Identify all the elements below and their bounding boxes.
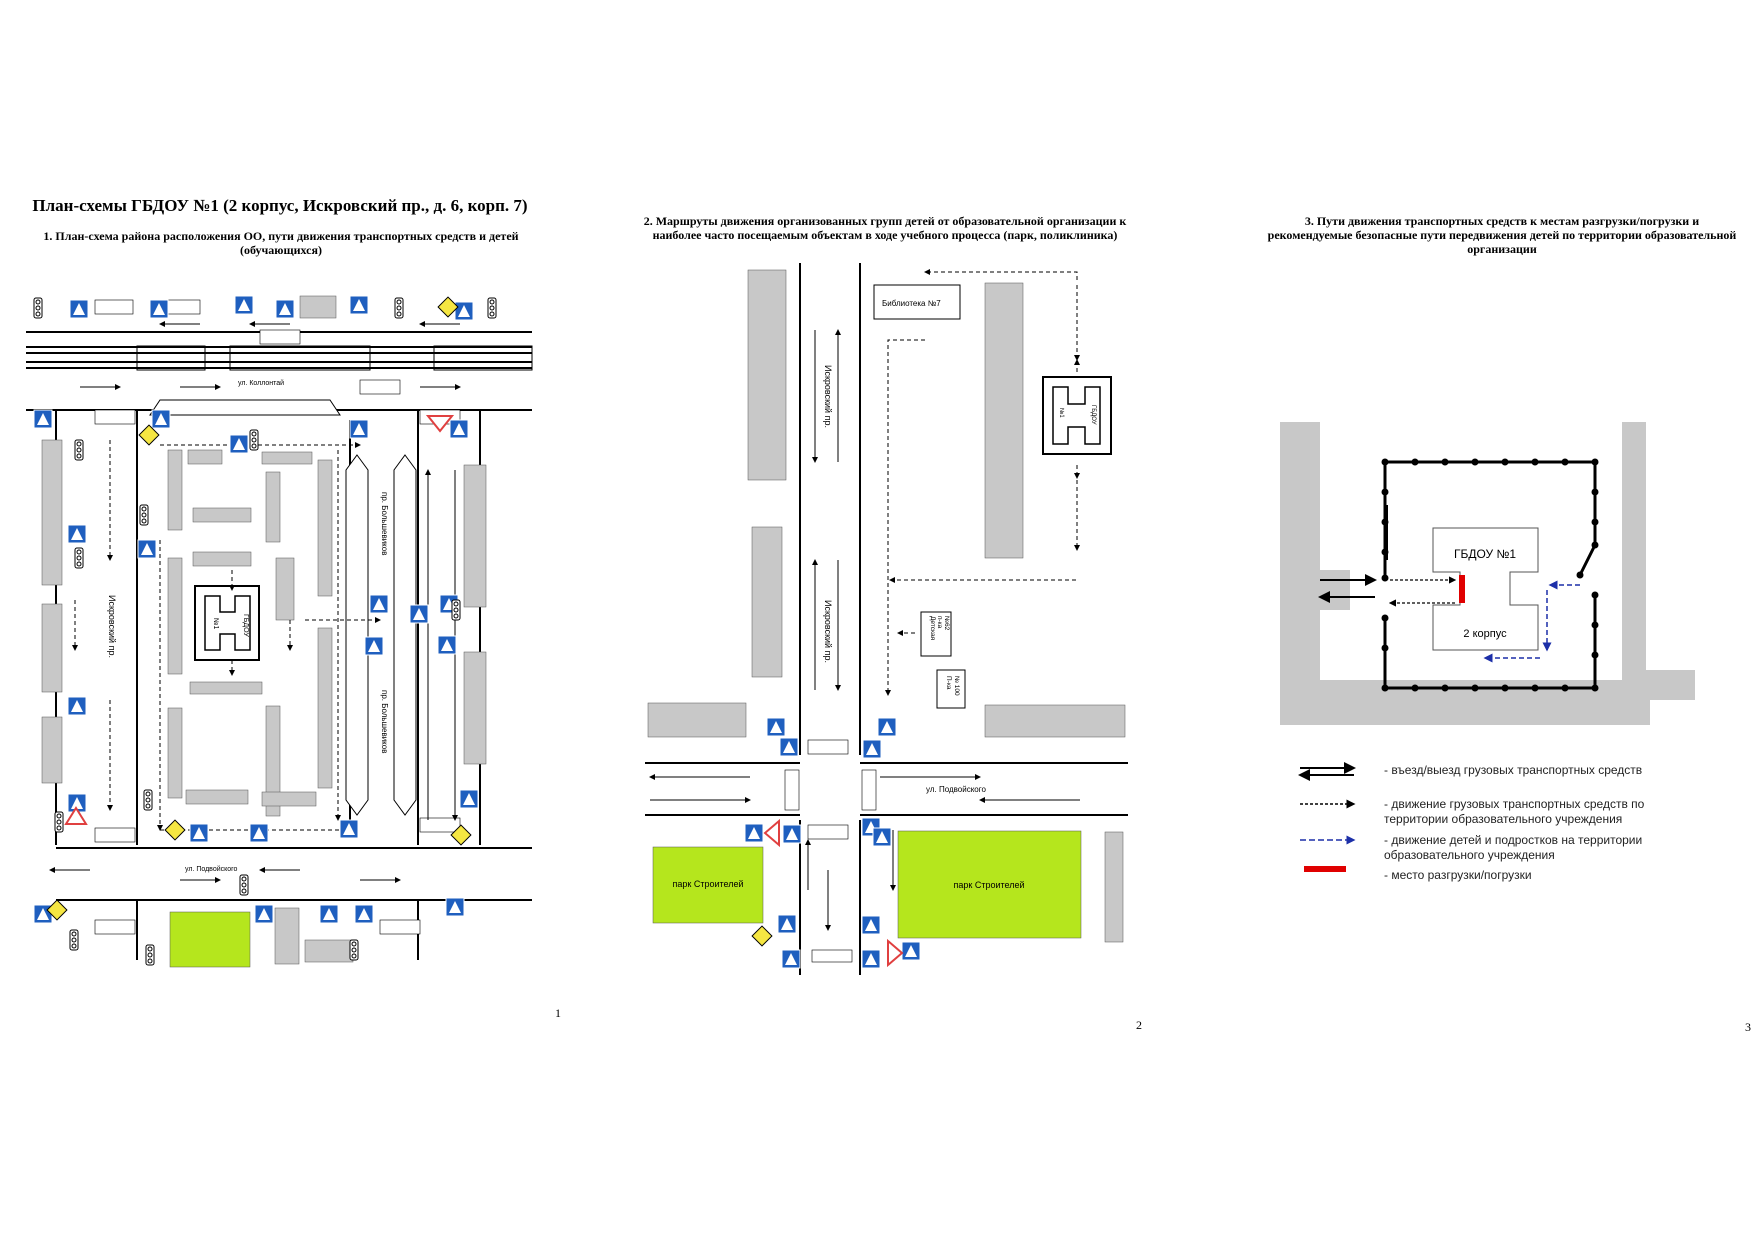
svg-text:ул. Подвойского: ул. Подвойского bbox=[185, 865, 238, 873]
svg-text:пр. Большевиков: пр. Большевиков bbox=[380, 690, 389, 753]
svg-text:П-ка: П-ка bbox=[945, 676, 952, 690]
svg-text:парк Строителей: парк Строителей bbox=[673, 879, 744, 889]
svg-text:ГБДОУ: ГБДОУ bbox=[1090, 405, 1096, 425]
svg-text:№ 100: № 100 bbox=[953, 676, 960, 696]
svg-text:Детская: Детская bbox=[929, 616, 936, 641]
legend-item: - движение детей и подростков на террито… bbox=[1384, 833, 1643, 862]
svg-text:№62: №62 bbox=[943, 616, 950, 631]
svg-text:Искровский пр.: Искровский пр. bbox=[823, 365, 833, 428]
section-2-title: 2. Маршруты движения организованных груп… bbox=[643, 214, 1127, 242]
svg-text:№1: №1 bbox=[1058, 408, 1065, 418]
red-bar-icon bbox=[1304, 866, 1346, 872]
page-number-1: 1 bbox=[555, 1006, 561, 1020]
district-map: №1 ГБДОУ ул. Коллонтай Искровский пр. пр… bbox=[26, 295, 533, 968]
school-building bbox=[194, 585, 260, 661]
svg-text:парк Строителей: парк Строителей bbox=[954, 880, 1025, 890]
page-number-2: 2 bbox=[1136, 1018, 1142, 1032]
school-building-2 bbox=[1042, 376, 1112, 455]
svg-text:№1: №1 bbox=[212, 618, 219, 630]
unloading-place bbox=[1459, 575, 1465, 603]
legend-item: - движение грузовых транспортных средств… bbox=[1384, 797, 1645, 826]
section-3-title: 3. Пути движения транспортных средств к … bbox=[1267, 214, 1737, 256]
svg-text:ГБДОУ №1: ГБДОУ №1 bbox=[1454, 547, 1516, 561]
legend-item: - въезд/выезд грузовых транспортных сред… bbox=[1384, 763, 1643, 777]
svg-text:Искровский пр.: Искровский пр. bbox=[823, 600, 833, 663]
svg-text:Библиотека №7: Библиотека №7 bbox=[882, 299, 941, 308]
school-building-3 bbox=[1432, 527, 1539, 651]
legend-item: - место разгрузки/погрузки bbox=[1384, 868, 1532, 882]
section-1-title: 1. План-схема района расположения ОО, пу… bbox=[43, 229, 519, 257]
svg-text:Искровский пр.: Искровский пр. bbox=[107, 595, 117, 658]
page-number-3: 3 bbox=[1745, 1020, 1751, 1034]
park-square bbox=[169, 911, 251, 968]
svg-text:ГБДОУ: ГБДОУ bbox=[242, 614, 249, 637]
svg-text:2 корпус: 2 корпус bbox=[1463, 628, 1507, 640]
svg-text:п-ка: п-ка bbox=[936, 616, 943, 629]
svg-text:ул. Подвойского: ул. Подвойского bbox=[926, 785, 986, 794]
page-title: План-схемы ГБДОУ №1 (2 корпус, Искровски… bbox=[32, 196, 528, 215]
legend-icons bbox=[1298, 762, 1356, 872]
territory-map: ГБДОУ №1 2 корпус bbox=[1280, 422, 1695, 725]
routes-map: парк Строителей парк Строителей Библиоте… bbox=[645, 263, 1128, 975]
svg-text:пр. Большевиков: пр. Большевиков bbox=[380, 492, 389, 555]
svg-text:ул. Коллонтай: ул. Коллонтай bbox=[238, 379, 284, 387]
double-arrow-icon bbox=[1298, 762, 1356, 781]
